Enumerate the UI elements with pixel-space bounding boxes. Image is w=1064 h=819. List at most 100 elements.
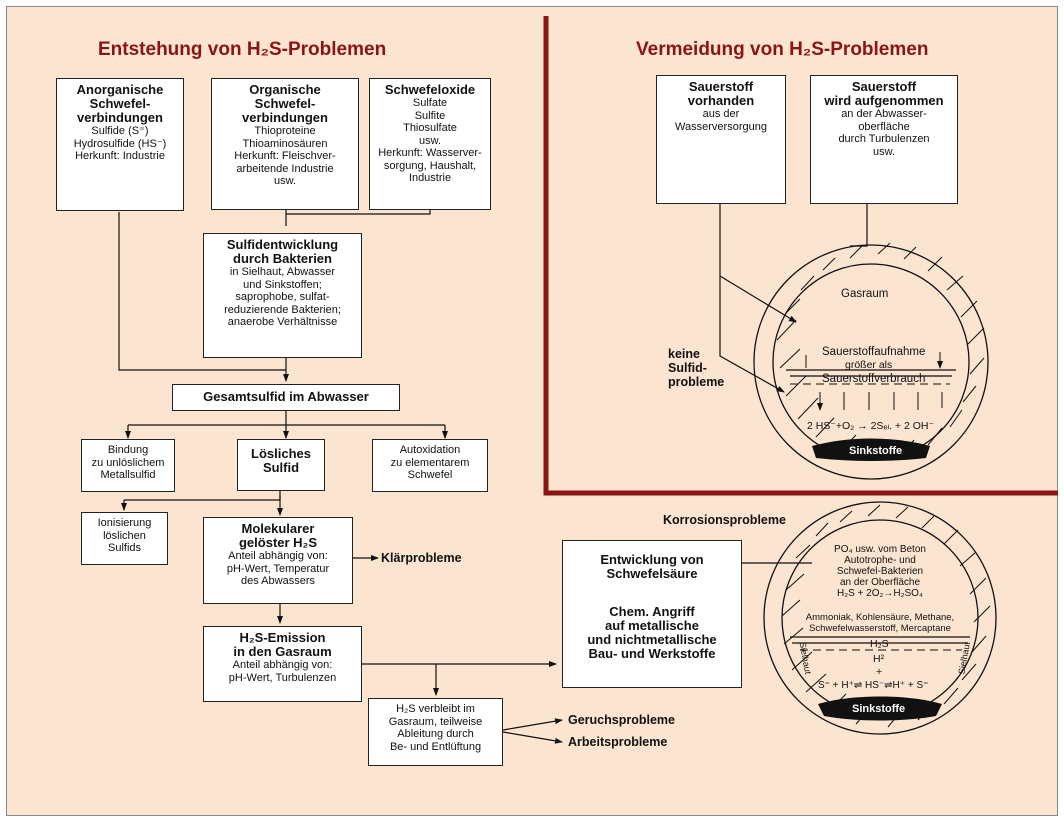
pipe-bottom-equilibrium: S⁼ + H⁺⇌ HS⁻⇌H⁺ + S⁼	[818, 680, 929, 691]
box-gesamtsulfid: Gesamtsulfid im Abwasser	[172, 384, 400, 411]
pipe-bottom-h2: H²	[873, 653, 885, 665]
organisch-heading-1: Organische	[249, 82, 321, 97]
autoxidation-line-3: Schwefel	[407, 469, 453, 481]
pipe-top-aufnahme-1: Sauerstoffaufnahme	[822, 346, 926, 358]
anorganisch-line-2: Hydrosulfide (HS⁻)	[73, 137, 167, 150]
schwefeloxide-line-4: usw.	[418, 134, 441, 147]
pipe-bottom-h2s: H₂S	[870, 638, 889, 650]
pipe-top	[753, 242, 989, 480]
molekularer-heading-1: Molekularer	[241, 521, 315, 536]
ionisierung-line-3: Sulfids	[107, 542, 142, 554]
right-title: Vermeidung von H₂S-Problemen	[636, 39, 929, 60]
angriff-heading-2: auf metallische	[605, 618, 699, 633]
gesamtsulfid-heading-1: Gesamtsulfid im Abwasser	[203, 389, 369, 404]
molekularer-line-2: pH-Wert, Temperatur	[226, 562, 330, 575]
pipe-bottom-gases: Ammoniak, Kohlensäure, Methane, Schwefel…	[800, 612, 960, 634]
sauerstoff_vorhanden-line-1: aus der	[702, 108, 740, 120]
pipe-bottom-text: PO₄ usw. vom Beton Autotrophe- und Schwe…	[814, 544, 946, 599]
schwefeloxide-line-1: Sulfate	[412, 97, 448, 109]
pipe-top-gasraum: Gasraum	[841, 288, 889, 300]
pipe-bottom-plus: +	[876, 666, 883, 678]
bindung-line-3: Metallsulfid	[100, 469, 156, 481]
schwefeloxide-line-7: Industrie	[408, 172, 452, 184]
sauerstoff_aufgenommen-line-3: durch Turbulenzen	[838, 133, 930, 145]
autoxidation-line-2: zu elementarem	[390, 456, 470, 469]
autoxidation-line-1: Autoxidation	[399, 444, 461, 456]
pipe-top-sinkstoffe: Sinkstoffe	[849, 445, 903, 457]
organisch-line-5: usw.	[273, 175, 296, 187]
pipe-top-aufnahme-2: größer als	[845, 359, 893, 371]
angriff-heading-3: und nichtmetallische	[587, 632, 717, 647]
schwefeloxide-heading-1: Schwefeloxide	[384, 82, 476, 97]
sulfidentwicklung-heading-2: durch Bakterien	[233, 251, 332, 266]
verbleibt-line-1: H₂S verbleibt im	[396, 703, 475, 715]
organisch-line-2: Thioaminosäuren	[242, 137, 328, 150]
pipe-bottom-line-4: an der Oberfläche	[839, 577, 921, 588]
label-keine-sulfid-2: Sulfid-	[668, 361, 707, 375]
schwefelsaeure-heading-1: Entwicklung von	[600, 552, 704, 567]
pipe-bottom	[763, 501, 997, 735]
organisch-line-3: Herkunft: Fleischver-	[234, 150, 336, 162]
ionisierung-line-2: löslichen	[103, 529, 146, 542]
anorganisch-heading-3: verbindungen	[77, 110, 163, 125]
label-korrosionsprobleme: Korrosionsprobleme	[663, 513, 786, 527]
box-schwefelsaeure: Entwicklung von Schwefelsäure Chem. Angr…	[562, 540, 742, 688]
left-title: Entstehung von H₂S-Problemen	[98, 39, 387, 60]
emission-heading-1: H₂S-Emission	[239, 630, 326, 645]
pipe-bottom-sinkstoffe: Sinkstoffe	[852, 703, 906, 715]
pipe-bottom-line-7: Schwefelwasserstoff, Mercaptane	[809, 623, 951, 634]
sauerstoff_aufgenommen-line-2: oberfläche	[858, 120, 910, 133]
organisch-line-4: arbeitende Industrie	[236, 162, 334, 175]
emission-line-2: pH-Wert, Turbulenzen	[228, 671, 337, 684]
anorganisch-heading-2: Schwefel-	[89, 96, 151, 111]
loesliches-heading-2: Sulfid	[262, 460, 300, 475]
pipe-top-reaction: 2 HS⁻+O₂ → 2Sₑₗ. + 2 OH⁻	[807, 420, 935, 432]
schwefeloxide-line-5: Herkunft: Wasserver-	[378, 147, 482, 159]
schwefeloxide-line-6: sorgung, Haushalt,	[383, 159, 477, 172]
emission-line-1: Anteil abhängig von:	[232, 659, 333, 671]
sauerstoff_vorhanden-heading-1: Sauerstoff	[688, 79, 754, 94]
sauerstoff_aufgenommen-heading-1: Sauerstoff	[851, 79, 917, 94]
sulfidentwicklung-line-1: in Sielhaut, Abwasser	[229, 266, 336, 278]
angriff-heading-1: Chem. Angriff	[609, 604, 695, 619]
sauerstoff_aufgenommen-line-1: an der Abwasser-	[841, 108, 927, 120]
pipe-bottom-line-3: Schwefel-Bakterien	[836, 566, 924, 577]
verbleibt-line-4: Be- und Entlüftung	[389, 740, 482, 753]
sauerstoff_vorhanden-line-2: Wasserversorgung	[675, 120, 767, 133]
schwefeloxide-line-3: Thiosulfate	[403, 122, 457, 134]
sauerstoff_aufgenommen-heading-2: wird aufgenommen	[824, 93, 944, 108]
pipe-bottom-line-2: Autotrophe- und	[844, 555, 916, 566]
ionisierung-line-1: Ionisierung	[97, 517, 152, 529]
sauerstoff_aufgenommen-line-4: usw.	[872, 145, 895, 158]
verbleibt-line-2: Gasraum, teilweise	[388, 715, 483, 728]
anorganisch-line-1: Sulfide (S⁼)	[91, 125, 149, 137]
loesliches-heading-1: Lösliches	[251, 446, 311, 461]
organisch-line-1: Thioproteine	[254, 125, 316, 137]
label-geruchsprobleme: Geruchsprobleme	[568, 713, 675, 727]
bindung-line-2: zu unlöslichem	[91, 456, 165, 469]
sulfidentwicklung-heading-1: Sulfidentwicklung	[226, 237, 339, 252]
sulfidentwicklung-line-3: saprophobe, sulfat-	[235, 291, 330, 303]
schwefeloxide-line-2: Sulfite	[414, 109, 446, 122]
schwefelsaeure-heading-2: Schwefelsäure	[606, 566, 698, 581]
molekularer-line-1: Anteil abhängig von:	[228, 550, 328, 562]
label-keine-sulfid-1: keine	[668, 347, 700, 361]
section-divider	[543, 16, 1058, 496]
label-arbeitsprobleme: Arbeitsprobleme	[568, 735, 668, 749]
label-klaerprobleme: Klärprobleme	[381, 551, 462, 565]
anorganisch-heading-1: Anorganische	[76, 82, 164, 97]
pipe-top-aufnahme-3: Sauerstoffverbrauch	[822, 373, 926, 385]
emission-heading-2: in den Gasraum	[233, 644, 332, 659]
